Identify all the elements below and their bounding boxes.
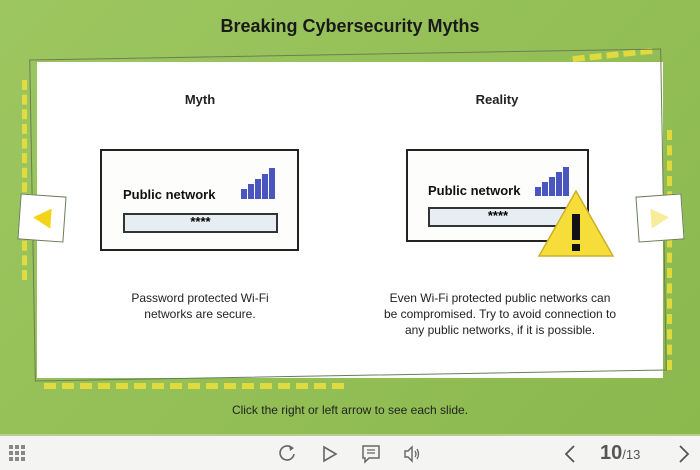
description-line: Even Wi-Fi protected public networks can xyxy=(389,291,611,305)
replay-icon[interactable] xyxy=(279,444,297,464)
page-counter: 10/13 xyxy=(600,442,640,465)
myth-network-illustration: Public network **** xyxy=(100,149,299,251)
grid-menu-icon[interactable] xyxy=(9,445,26,462)
wifi-signal-icon xyxy=(241,168,275,199)
myth-heading: Myth xyxy=(184,92,216,107)
network-label: Public network xyxy=(123,187,216,202)
instruction-text: Click the right or left arrow to see eac… xyxy=(231,403,469,417)
wifi-signal-icon xyxy=(535,167,569,196)
next-slide-button[interactable] xyxy=(635,193,685,243)
volume-icon[interactable] xyxy=(403,444,421,464)
description-line: networks are secure. xyxy=(144,307,256,321)
previous-slide-button[interactable] xyxy=(17,193,67,243)
description-line: Password protected Wi-Fi xyxy=(131,291,269,305)
triangle-right-icon xyxy=(650,208,669,229)
warning-icon xyxy=(537,189,615,257)
reality-network-illustration: Public network **** xyxy=(406,149,589,242)
reality-heading: Reality xyxy=(475,92,519,107)
previous-page-icon[interactable] xyxy=(563,444,577,464)
player-toolbar: 10/13 xyxy=(0,434,700,470)
slide-title: Breaking Cybersecurity Myths xyxy=(220,16,480,36)
password-field: **** xyxy=(123,213,278,233)
next-page-icon[interactable] xyxy=(677,444,691,464)
decorative-scribble xyxy=(662,130,672,370)
network-label: Public network xyxy=(428,183,521,198)
slide-stage: Breaking Cybersecurity Myths Myth Realit… xyxy=(0,0,700,434)
triangle-left-icon xyxy=(33,208,52,229)
decorative-scribble xyxy=(44,375,344,389)
description-line: any public networks, if it is possible. xyxy=(404,323,596,337)
play-icon[interactable] xyxy=(322,444,338,464)
myth-description: Password protected Wi-Fi networks are se… xyxy=(100,290,300,322)
reality-description: Even Wi-Fi protected public networks can… xyxy=(360,290,640,338)
current-page: 10 xyxy=(600,442,623,464)
decorative-scribble xyxy=(22,80,38,280)
notes-icon[interactable] xyxy=(362,444,380,464)
description-line: be compromised. Try to avoid connection … xyxy=(383,307,617,321)
total-pages: /13 xyxy=(622,447,641,462)
